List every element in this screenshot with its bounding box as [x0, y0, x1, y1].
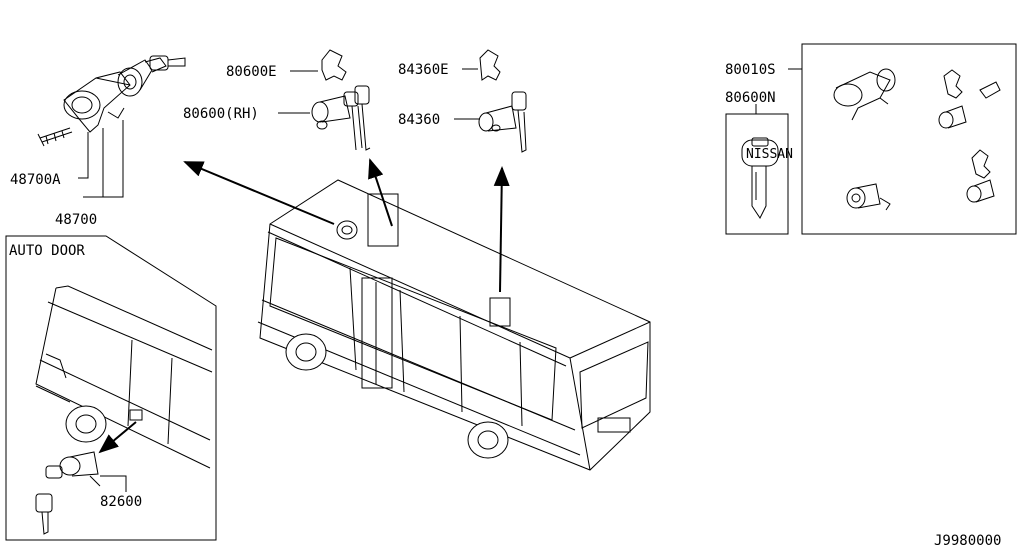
lock-set-ignition: [833, 68, 896, 121]
key-logo: NISSAN: [746, 147, 793, 162]
door-lock-retainer-rh: [321, 49, 347, 81]
lock-set-retainer-2: [971, 149, 991, 179]
auto-door-lock-cylinder: [35, 451, 101, 535]
label-84360: 84360: [398, 112, 440, 128]
label-84360E: 84360E: [398, 62, 449, 78]
label-80600-rh: 80600(RH): [183, 106, 259, 122]
arrow-to-ignition: [183, 161, 335, 225]
inset-bus-side: [35, 285, 213, 469]
label-80600E: 80600E: [226, 64, 277, 80]
lock-set-cylinder-1: [938, 105, 967, 129]
auto-door-inset-frame: [5, 235, 217, 541]
ignition-switch-assembly: [37, 55, 186, 147]
arrow-to-auto-door-lock: [98, 421, 137, 454]
label-82600: 82600: [100, 494, 142, 510]
arrow-to-door-lock: [368, 158, 393, 227]
lock-set-box: [801, 43, 1017, 235]
lock-set-cylinder-2: [846, 183, 891, 211]
bus-body: [257, 179, 651, 471]
door-lock-cylinder-rh: [311, 85, 371, 151]
drawing-code: J9980000: [934, 533, 1001, 549]
lock-set-cylinder-3: [966, 179, 995, 203]
lock-set-retainer-1: [943, 69, 1001, 99]
label-48700A: 48700A: [10, 172, 61, 188]
label-80010S: 80010S: [725, 62, 776, 78]
label-48700: 48700: [55, 212, 97, 228]
back-door-lock-cylinder: [478, 91, 527, 153]
arrow-to-back-lock: [493, 166, 510, 293]
inset-title: AUTO DOOR: [9, 243, 85, 259]
back-door-lock-retainer: [479, 49, 501, 81]
key-blank: NISSAN: [741, 137, 793, 219]
label-80600N: 80600N: [725, 90, 776, 106]
key-blank-box: [725, 113, 789, 235]
